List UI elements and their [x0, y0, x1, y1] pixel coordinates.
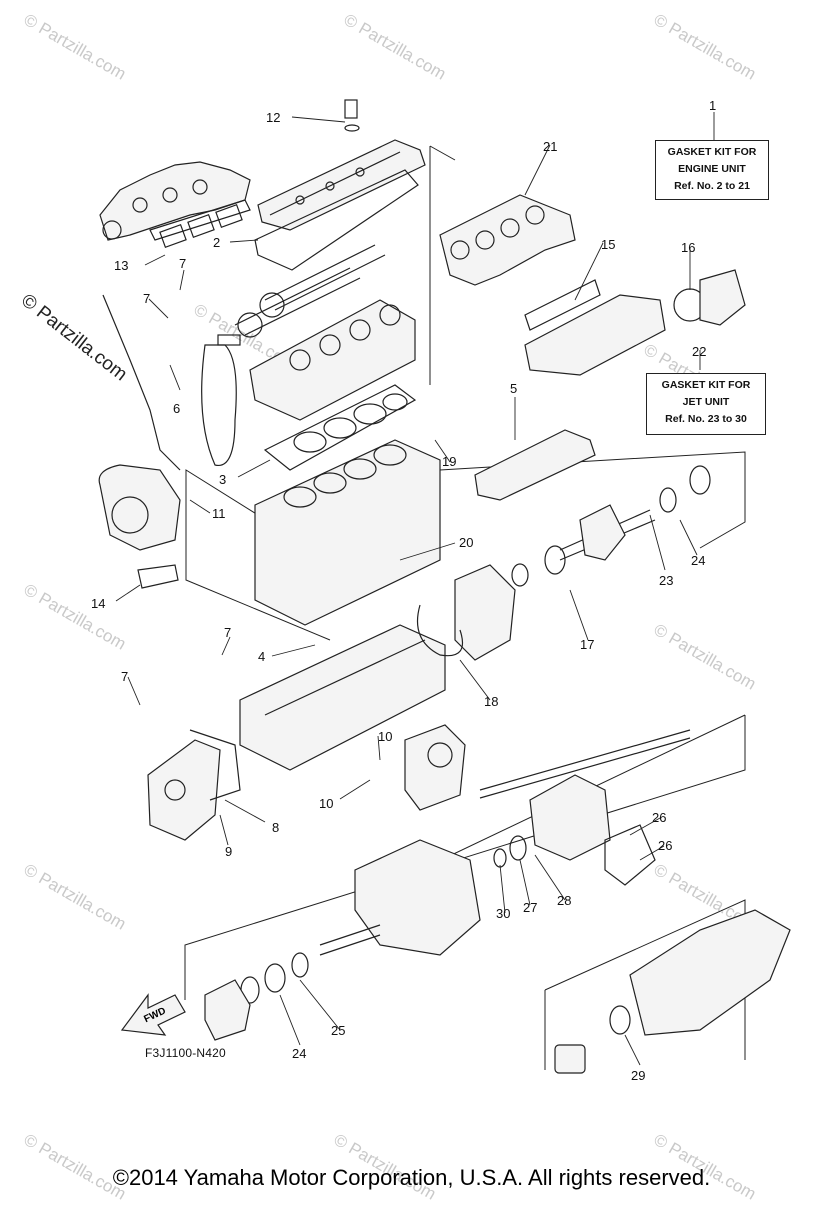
- callout-3: 3: [219, 472, 226, 487]
- fwd-arrow: FWD: [120, 993, 186, 1036]
- head-gasket: [263, 384, 417, 471]
- callout-26b: 26: [658, 838, 672, 853]
- kit-line: ENGINE UNIT: [678, 163, 746, 175]
- crankcase: [239, 624, 446, 771]
- callout-7c: 7: [224, 625, 231, 640]
- callout-7a: 7: [179, 256, 186, 271]
- callout-21: 21: [543, 139, 557, 154]
- jet-pump-lower: [204, 909, 791, 1074]
- callout-5: 5: [510, 381, 517, 396]
- exhaust-manifold: [99, 161, 251, 249]
- callout-6: 6: [173, 401, 180, 416]
- callout-28: 28: [557, 893, 571, 908]
- oil-cooler: [474, 429, 596, 501]
- callout-7b: 7: [143, 291, 150, 306]
- cylinder-block: [254, 439, 441, 626]
- callout-27: 27: [523, 900, 537, 915]
- timing-chain: [102, 294, 237, 471]
- callout-18: 18: [484, 694, 498, 709]
- kit-line: GASKET KIT FOR: [667, 146, 757, 158]
- head-cover: [254, 99, 426, 271]
- callout-14: 14: [91, 596, 105, 611]
- kit-line: Ref. No. 2 to 21: [674, 180, 750, 192]
- callout-25: 25: [331, 1023, 345, 1038]
- callout-2: 2: [213, 235, 220, 250]
- callout-8: 8: [272, 820, 279, 835]
- kit-line: GASKET KIT FOR: [661, 379, 751, 391]
- oil-pump: [147, 729, 241, 841]
- callout-26a: 26: [652, 810, 666, 825]
- copyright-notice: ©2014 Yamaha Motor Corporation, U.S.A. A…: [112, 1165, 711, 1190]
- callout-7d: 7: [121, 669, 128, 684]
- callout-9: 9: [225, 844, 232, 859]
- callout-4: 4: [258, 649, 265, 664]
- intake-manifold: [439, 194, 576, 286]
- callout-16: 16: [681, 240, 695, 255]
- callout-12: 12: [266, 110, 280, 125]
- leader-lines: [115, 112, 715, 1066]
- callout-22: 22: [692, 344, 706, 359]
- diagram-code: F3J1100-N420: [145, 1046, 226, 1060]
- throttle-body: [673, 269, 746, 326]
- callout-17: 17: [580, 637, 594, 652]
- callout-11: 11: [212, 506, 226, 521]
- callout-10a: 10: [378, 729, 392, 744]
- turbocharger: [98, 464, 181, 589]
- callout-1: 1: [709, 98, 716, 113]
- intercooler: [524, 279, 666, 376]
- callout-24b: 24: [292, 1046, 306, 1061]
- kit-line: JET UNIT: [682, 396, 730, 408]
- callout-24a: 24: [691, 553, 705, 568]
- callout-29: 29: [631, 1068, 645, 1083]
- kit-line: Ref. No. 23 to 30: [665, 413, 747, 425]
- callout-30: 30: [496, 906, 510, 921]
- engine-gasket-kit-box: GASKET KIT FOR ENGINE UNIT Ref. No. 2 to…: [655, 140, 769, 200]
- callout-19: 19: [442, 454, 456, 469]
- callout-10b: 10: [319, 796, 333, 811]
- drive-housing: [354, 729, 691, 956]
- callout-20: 20: [459, 535, 473, 550]
- callout-13: 13: [114, 258, 128, 273]
- jet-pump-upper: [416, 465, 711, 661]
- cylinder-head: [249, 299, 416, 421]
- callout-15: 15: [601, 237, 615, 252]
- starter-motor: [404, 724, 466, 811]
- callout-23: 23: [659, 573, 673, 588]
- camshafts: [217, 244, 386, 346]
- jet-gasket-kit-box: GASKET KIT FOR JET UNIT Ref. No. 23 to 3…: [646, 373, 766, 435]
- callouts: 1 2 3 4 5 6 7 7 7 7 8 9 10 10 11 12 13 1…: [91, 98, 716, 1083]
